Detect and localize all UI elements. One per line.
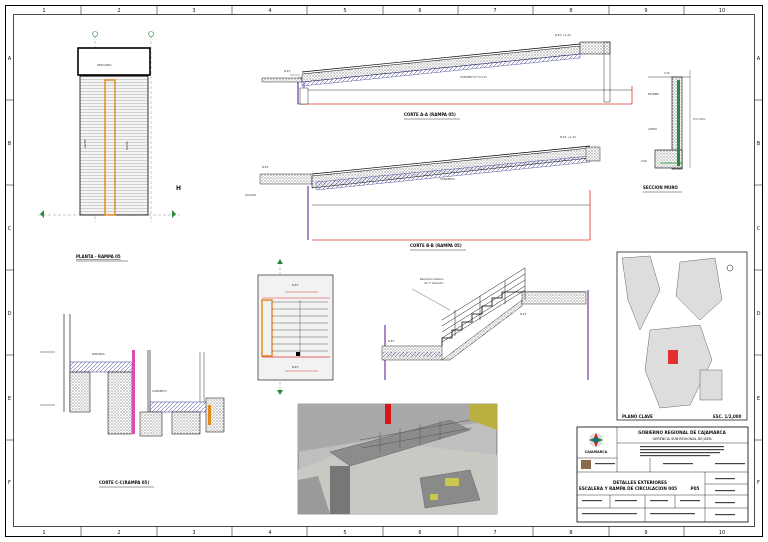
svg-text:N.P.T.: N.P.T. <box>292 283 299 287</box>
row-label: F <box>8 480 11 486</box>
col-label: 7 <box>493 530 496 536</box>
sheet-title-1: DETALLES EXTERIORES <box>613 480 667 485</box>
government-name: GOBIERNO REGIONAL DE CAJAMARCA <box>638 430 726 435</box>
svg-text:N.P.T.: N.P.T. <box>262 165 269 169</box>
title-block: CAJAMARCA GOBIERNO REGIONAL DE CAJAMARCA… <box>576 426 749 523</box>
row-label: A <box>8 56 12 62</box>
svg-text:H=1.20m: H=1.20m <box>693 117 706 121</box>
sheet-title-2: ESCALERA Y RAMPA DE CIRCULACION 005 <box>579 486 677 491</box>
col-label: 5 <box>343 530 346 536</box>
svg-text:ACERO: ACERO <box>648 127 657 131</box>
row-label: C <box>8 226 12 232</box>
svg-text:N.P.T. +1.20: N.P.T. +1.20 <box>555 33 571 37</box>
cajamarca-logo: CAJAMARCA <box>585 433 608 454</box>
row-label: F <box>757 480 760 486</box>
office-name: GERENCIA SUB REGIONAL DE JAEN <box>653 437 712 441</box>
row-label: E <box>8 396 11 402</box>
svg-text:BARANDA: BARANDA <box>92 352 105 356</box>
sheet-code: P05 <box>691 486 700 491</box>
planta-rampa-view: DESCANSO RAMPA RAMPA H PLANTA - RAMPA 05 <box>38 31 181 262</box>
col-label: 2 <box>117 8 120 14</box>
svg-text:N.P.T.: N.P.T. <box>284 69 291 73</box>
col-label: 7 <box>493 8 496 14</box>
svg-text:N.P.T.: N.P.T. <box>520 312 527 316</box>
svg-text:RAMPA: RAMPA <box>83 139 87 148</box>
svg-text:N.P.T.: N.P.T. <box>388 339 395 343</box>
column-labels-bottom: 1 2 3 4 5 6 7 8 9 10 <box>42 530 725 536</box>
svg-text:CONCRETO: CONCRETO <box>152 389 167 393</box>
corte-b-b-title: CORTE B-B (RAMPA 05) <box>410 243 462 248</box>
svg-text:N.P.T.: N.P.T. <box>292 365 299 369</box>
seccion-muro-title: SECCION MURO <box>643 185 678 190</box>
col-label: 10 <box>719 530 725 536</box>
row-label: B <box>8 141 12 147</box>
row-label: A <box>757 56 761 62</box>
svg-text:ESTRIBO: ESTRIBO <box>648 92 659 96</box>
col-label: 4 <box>268 8 271 14</box>
col-label: 10 <box>719 8 725 14</box>
svg-text:0.60: 0.60 <box>641 159 647 163</box>
plano-clave-scale: ESC. 1/2,000 <box>713 414 742 419</box>
svg-text:CONCRETO: CONCRETO <box>440 177 455 181</box>
corte-c-c-title: CORTE C-C(RAMPA 05) <box>99 480 149 485</box>
escalera-corte-view: Barandal metalico de 2" diametro N.P.T. … <box>381 267 589 380</box>
col-label: 4 <box>268 530 271 536</box>
row-label: B <box>757 141 761 147</box>
svg-text:DESCANSO: DESCANSO <box>97 63 112 67</box>
sheet-frame <box>5 5 763 537</box>
col-label: 9 <box>644 530 647 536</box>
row-label: E <box>757 396 760 402</box>
col-label: 3 <box>192 530 195 536</box>
corte-a-a-view: N.P.T. CONCRETO F'C=175 N.P.T. +1.20 COR… <box>261 33 633 120</box>
seccion-muro-view: H=1.20m ESTRIBO ACERO 0.60 0.15 SECCION … <box>641 70 706 193</box>
svg-text:0.15: 0.15 <box>664 71 670 75</box>
col-label: 8 <box>569 530 572 536</box>
row-label: D <box>757 311 761 317</box>
section-marker: H <box>176 185 181 192</box>
3d-render-view <box>297 403 498 515</box>
svg-text:RAMPA: RAMPA <box>125 141 129 150</box>
svg-text:N.P.T. +1.20: N.P.T. +1.20 <box>560 135 576 139</box>
row-label: C <box>757 226 761 232</box>
corte-b-b-view: N.P.T. CONCRETO N.P.T. +1.20 SOLADO CORT… <box>245 135 601 251</box>
corte-a-a-title: CORTE A-A (RAMPA 05) <box>404 112 456 117</box>
col-label: 9 <box>644 8 647 14</box>
logo-text: CAJAMARCA <box>585 450 608 454</box>
col-label: 6 <box>418 8 421 14</box>
row-label: D <box>8 311 12 317</box>
baranda-note-line1: Barandal metalico <box>420 277 444 281</box>
row-labels-left: A B C D E F <box>8 56 12 486</box>
col-label: 1 <box>42 8 45 14</box>
col-label: 1 <box>42 530 45 536</box>
column-ticks <box>5 5 763 537</box>
row-labels-right: A B C D E F <box>757 56 761 486</box>
col-label: 6 <box>418 530 421 536</box>
col-label: 8 <box>569 8 572 14</box>
col-label: 3 <box>192 8 195 14</box>
plano-clave-view: PLANO CLAVE ESC. 1/2,000 <box>616 251 748 421</box>
col-label: 5 <box>343 8 346 14</box>
planta-title: PLANTA - RAMPA 05 <box>76 254 121 259</box>
column-labels-top: 1 2 3 4 5 6 7 8 9 10 <box>42 8 725 14</box>
plano-clave-title: PLANO CLAVE <box>622 414 653 419</box>
corte-c-c-view: BARANDA CONCRETO CORTE C-C(RAMPA 05) <box>40 314 225 488</box>
escalera-planta-view: N.P.T. N.P.T. <box>257 259 334 395</box>
svg-text:CONCRETO F'C=175: CONCRETO F'C=175 <box>460 75 487 79</box>
baranda-note-line2: de 2" diametro <box>424 281 444 285</box>
col-label: 2 <box>117 530 120 536</box>
svg-text:SOLADO: SOLADO <box>245 193 256 197</box>
